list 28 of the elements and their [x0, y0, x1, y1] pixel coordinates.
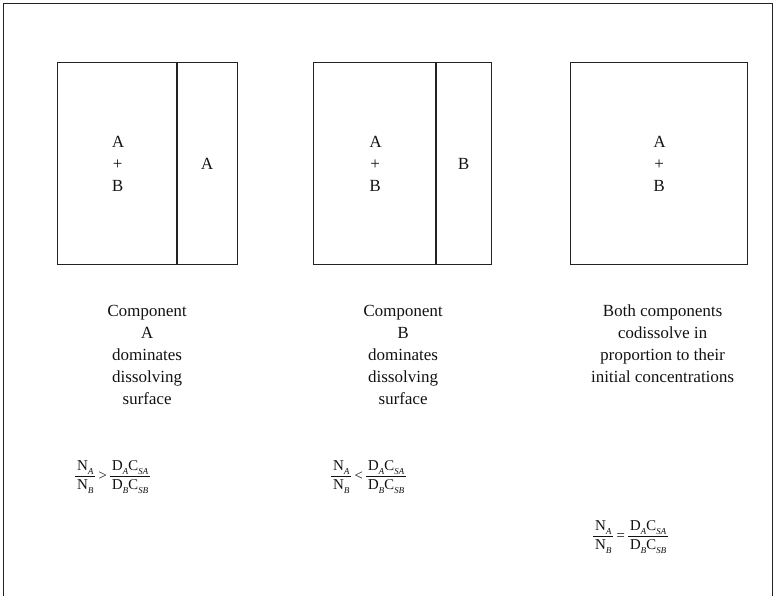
compartment-label: A + B [112, 130, 124, 196]
formula-term: N$_{B}$ [594, 537, 612, 555]
formula-term: N$_{A}$ [594, 518, 612, 536]
formula-term: N$_{B}$ [76, 477, 94, 495]
formula-term: D$_{B}$C$_{SB}$ [366, 477, 406, 495]
compartment-label: A + B [653, 130, 665, 196]
compartment [570, 62, 748, 265]
caption-text: Component B dominates dissolving surface [363, 300, 443, 410]
compartment [57, 62, 178, 265]
formula-term: N$_{A}$ [76, 458, 94, 476]
formula-term: = [615, 528, 626, 545]
caption-text: Both components codissolve in proportion to their initial concentrations [590, 300, 735, 388]
formula-term: D$_{A}$C$_{SA}$ [628, 518, 668, 536]
compartment [435, 62, 492, 265]
formula-term: N$_{A}$ [332, 458, 350, 476]
compartment [313, 62, 437, 265]
formula-term: N$_{B}$ [332, 477, 350, 495]
formula-term: D$_{B}$C$_{SB}$ [110, 477, 150, 495]
compartment-label: A + B [369, 130, 381, 196]
compartment-label: B [458, 152, 470, 174]
formula-term: D$_{A}$C$_{SA}$ [110, 458, 150, 476]
compartment [176, 62, 238, 265]
formula-term: < [353, 468, 364, 485]
formula-term: D$_{B}$C$_{SB}$ [628, 537, 668, 555]
compartment-label: A [200, 152, 214, 174]
formula-term: D$_{A}$C$_{SA}$ [366, 458, 406, 476]
caption-text: Component A dominates dissolving surface [107, 300, 187, 410]
formula-term: > [97, 468, 108, 485]
